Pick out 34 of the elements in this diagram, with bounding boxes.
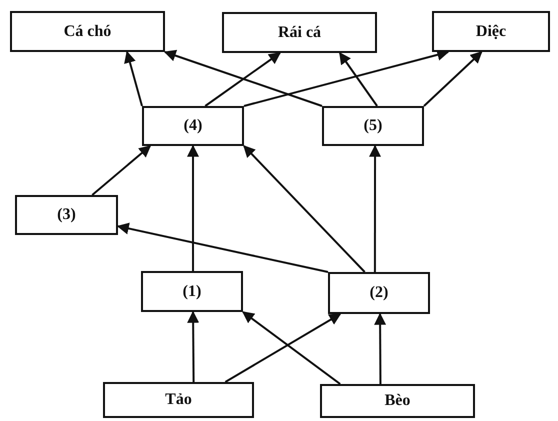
arrow: [224, 313, 342, 383]
species-name: Diệc: [476, 22, 506, 40]
species-box: [142, 106, 244, 146]
arrow: [369, 144, 382, 272]
species-box: [320, 384, 475, 418]
arrow: [243, 145, 366, 273]
arrow: [187, 144, 199, 271]
species-name: Rái cá: [278, 24, 322, 42]
species-name: (3): [57, 206, 76, 224]
species-box: [141, 271, 243, 312]
species-box: [322, 106, 424, 146]
species-box: [432, 11, 550, 52]
species-name: (4): [184, 117, 202, 135]
arrow: [204, 52, 281, 107]
species-box: [15, 195, 118, 235]
arrow: [374, 312, 386, 384]
species-name: (1): [182, 282, 202, 300]
arrow: [187, 310, 200, 382]
arrow: [116, 222, 328, 273]
arrow: [124, 50, 143, 106]
species-name: (2): [370, 284, 388, 302]
arrow: [92, 145, 152, 196]
arrow: [164, 50, 322, 107]
species-box: [10, 11, 165, 52]
species-name: Tảo: [165, 391, 192, 409]
species-box: [222, 12, 377, 53]
species-box: [328, 272, 430, 314]
arrow: [338, 52, 378, 107]
species-name: (5): [364, 117, 382, 135]
species-name: Bèo: [384, 392, 410, 410]
species-box: [103, 382, 254, 418]
arrow: [242, 311, 341, 385]
arrow: [423, 51, 482, 107]
species-name: Cá chó: [64, 22, 112, 40]
